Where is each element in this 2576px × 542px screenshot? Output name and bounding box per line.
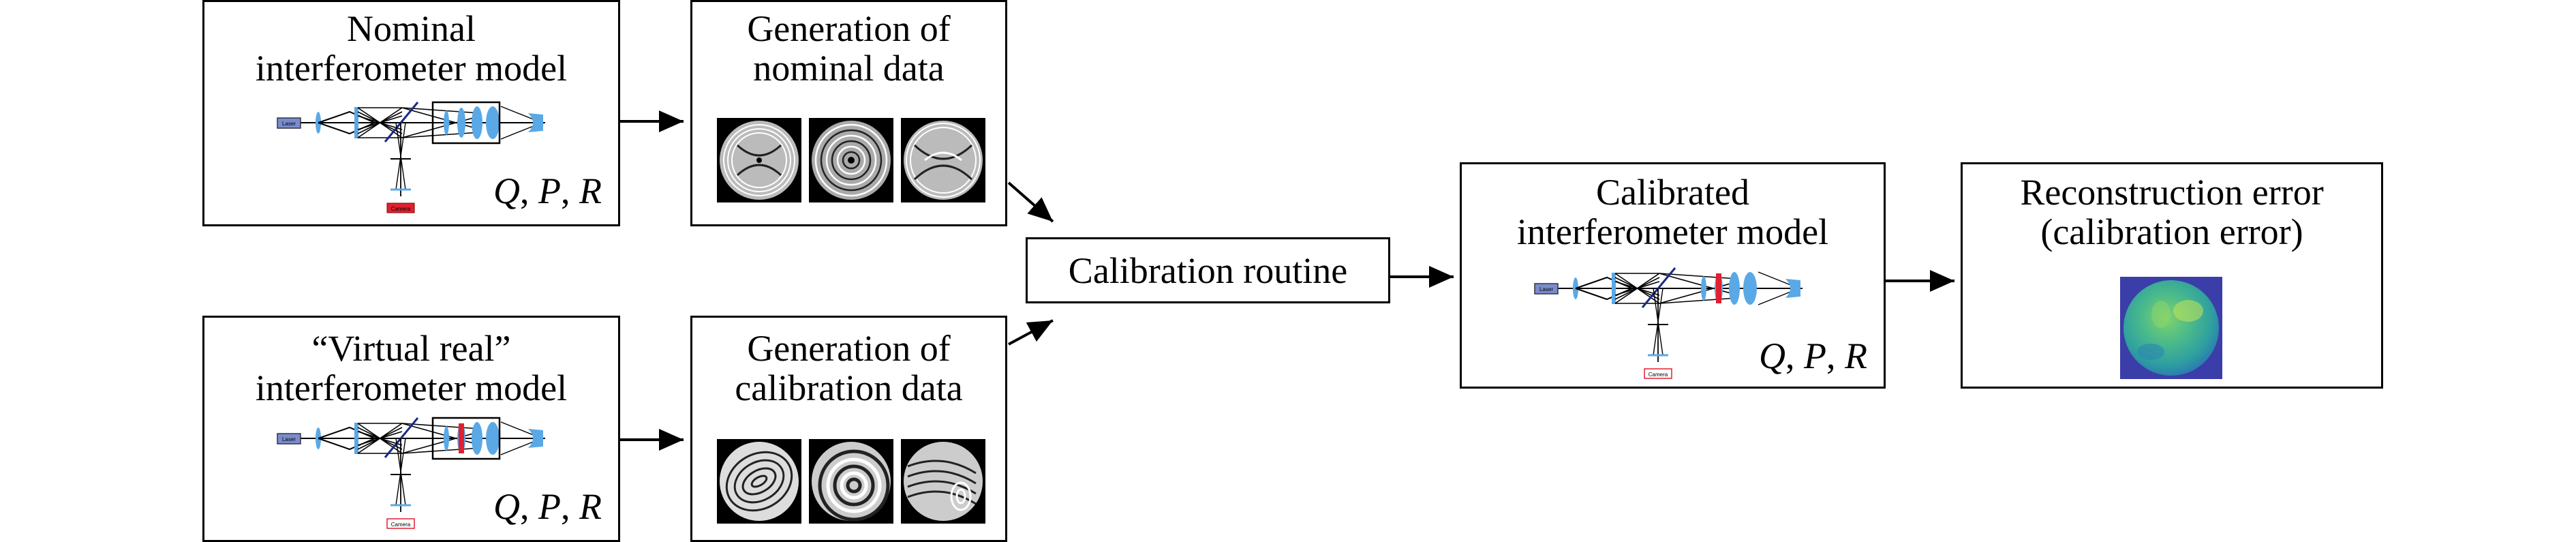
calibration-fringe-1 <box>717 439 801 524</box>
calibration-data-title-line2: calibration data <box>735 367 963 408</box>
calibrated-laser-label: Laser <box>1539 286 1553 292</box>
virtual-param-p: P <box>538 486 561 527</box>
calibration-data-title-line1: Generation of <box>747 328 951 369</box>
nominal-param-q: Q <box>493 170 520 211</box>
calibrated-param-p: P <box>1804 335 1826 376</box>
nominal-model-box: Nominal interferometer model Laser Camer… <box>202 0 620 226</box>
nominal-data-box: Generation of nominal data <box>690 0 1007 226</box>
calibration-data-box: Generation of calibration data <box>690 316 1007 542</box>
nominal-params: Q, P, R <box>493 170 602 211</box>
calibrated-model-title-line2: interferometer model <box>1516 211 1829 252</box>
nominal-fringe-2 <box>809 118 893 202</box>
virtual-model-title-line1: “Virtual real” <box>311 328 511 369</box>
calibrated-model-title-line1: Calibrated <box>1596 172 1749 213</box>
calibrated-param-r: R <box>1845 335 1867 376</box>
calibration-routine-box: Calibration routine <box>1026 237 1390 303</box>
virtual-param-q: Q <box>493 486 520 527</box>
virtual-model-title-line2: interferometer model <box>255 367 568 408</box>
virtual-param-r: R <box>579 486 602 527</box>
nominal-interferometer-diagram: Laser Camera <box>276 101 547 213</box>
virtual-params: Q, P, R <box>493 486 602 527</box>
calibration-fringe-3 <box>901 439 985 524</box>
reconstruction-title-line2: (calibration error) <box>2040 211 2303 252</box>
nominal-data-title-line1: Generation of <box>747 8 951 49</box>
calibrated-interferometer-diagram: Laser Camera <box>1533 267 1804 379</box>
reconstruction-box: Reconstruction error (calibration error) <box>1961 162 2383 389</box>
nominal-fringe-3 <box>901 118 985 202</box>
nominal-param-p: P <box>538 170 561 211</box>
calibrated-model-box: Calibrated interferometer model Laser Ca… <box>1460 162 1886 389</box>
calibrated-camera-label: Camera <box>1649 372 1668 378</box>
nominal-param-r: R <box>579 170 602 211</box>
arrow-nominal-data-to-routine <box>1007 181 1054 223</box>
nominal-data-title-line2: nominal data <box>753 48 945 89</box>
calibrated-param-q: Q <box>1759 335 1785 376</box>
nominal-laser-label: Laser <box>282 121 296 127</box>
nominal-model-title-line2: interferometer model <box>255 48 568 89</box>
virtual-interferometer-diagram: Laser Camera <box>276 417 547 529</box>
calibrated-params: Q, P, R <box>1759 335 1867 376</box>
arrow-calibration-data-to-routine <box>1008 319 1054 346</box>
nominal-fringe-1 <box>717 118 801 202</box>
virtual-laser-label: Laser <box>282 436 296 442</box>
virtual-camera-label: Camera <box>391 522 411 528</box>
calibration-routine-label: Calibration routine <box>1068 250 1348 291</box>
reconstruction-title-line1: Reconstruction error <box>2020 172 2324 213</box>
nominal-camera-label: Camera <box>391 206 411 212</box>
virtual-model-box: “Virtual real” interferometer model Lase… <box>202 316 620 542</box>
calibration-fringe-2 <box>809 439 893 524</box>
reconstruction-error-map <box>2120 277 2222 379</box>
nominal-model-title-line1: Nominal <box>347 8 476 49</box>
